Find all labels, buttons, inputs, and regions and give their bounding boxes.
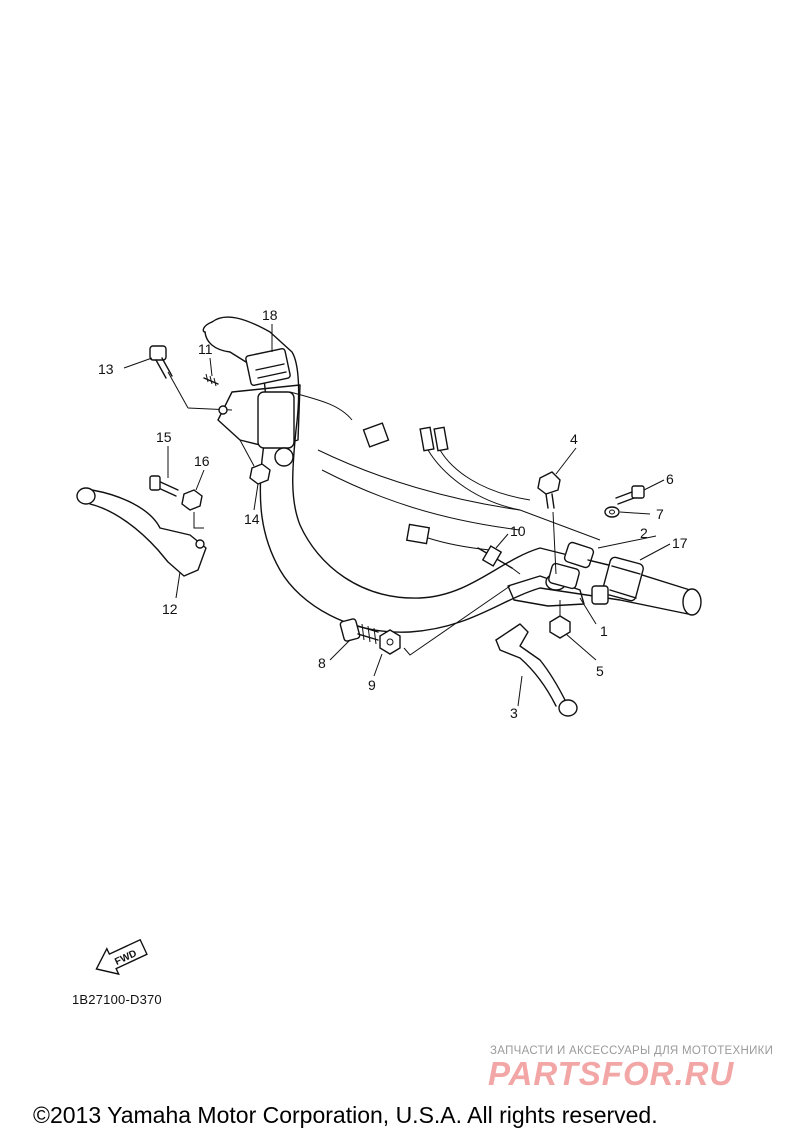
brake-perch (507, 541, 644, 607)
cable-adjuster (477, 545, 521, 575)
bolt-4 (537, 471, 561, 575)
adjuster-bolt-8 (339, 618, 379, 645)
nut-14 (239, 439, 271, 485)
leader-lines (123, 324, 671, 707)
label-11: 11 (198, 341, 213, 357)
bolt-13 (149, 345, 189, 409)
label-13: 13 (98, 361, 114, 377)
label-7: 7 (656, 506, 664, 522)
label-12: 12 (162, 601, 178, 617)
hot-start-switch (245, 348, 390, 448)
label-3: 3 (510, 705, 518, 721)
bolt-15 (149, 475, 179, 497)
nut-5 (549, 600, 571, 639)
brake-lever (495, 623, 578, 717)
label-18: 18 (262, 307, 278, 323)
label-5: 5 (596, 663, 604, 679)
label-4: 4 (570, 431, 578, 447)
label-8: 8 (318, 655, 326, 671)
label-17: 17 (672, 535, 688, 551)
fwd-arrow: FWD (95, 938, 148, 976)
label-2: 2 (640, 525, 648, 541)
nut-16 (181, 489, 204, 529)
screw-11 (203, 373, 219, 387)
label-10: 10 (510, 523, 526, 539)
label-9: 9 (368, 677, 376, 693)
left-perch (187, 384, 301, 467)
diagram-code: 1B27100-D370 (72, 992, 162, 1007)
clutch-lever (76, 487, 207, 577)
copyright-notice: ©2013 Yamaha Motor Corporation, U.S.A. A… (33, 1102, 658, 1128)
watermark-brand: PARTSFOR.RU (488, 1055, 735, 1092)
label-14: 14 (244, 511, 260, 527)
label-6: 6 (666, 471, 674, 487)
label-1: 1 (600, 623, 608, 639)
locknut-9 (379, 585, 511, 656)
label-16: 16 (194, 453, 210, 469)
part-labels: 18 13 11 15 16 14 12 4 6 7 2 17 10 1 5 8… (98, 307, 688, 721)
washer-7 (604, 506, 620, 518)
watermark-tagline: ЗАПЧАСТИ И АКСЕССУАРЫ ДЛЯ МОТОТЕХНИКИ (490, 1045, 774, 1057)
wire-harness (405, 426, 531, 551)
label-15: 15 (156, 429, 172, 445)
bolt-6 (615, 485, 645, 505)
